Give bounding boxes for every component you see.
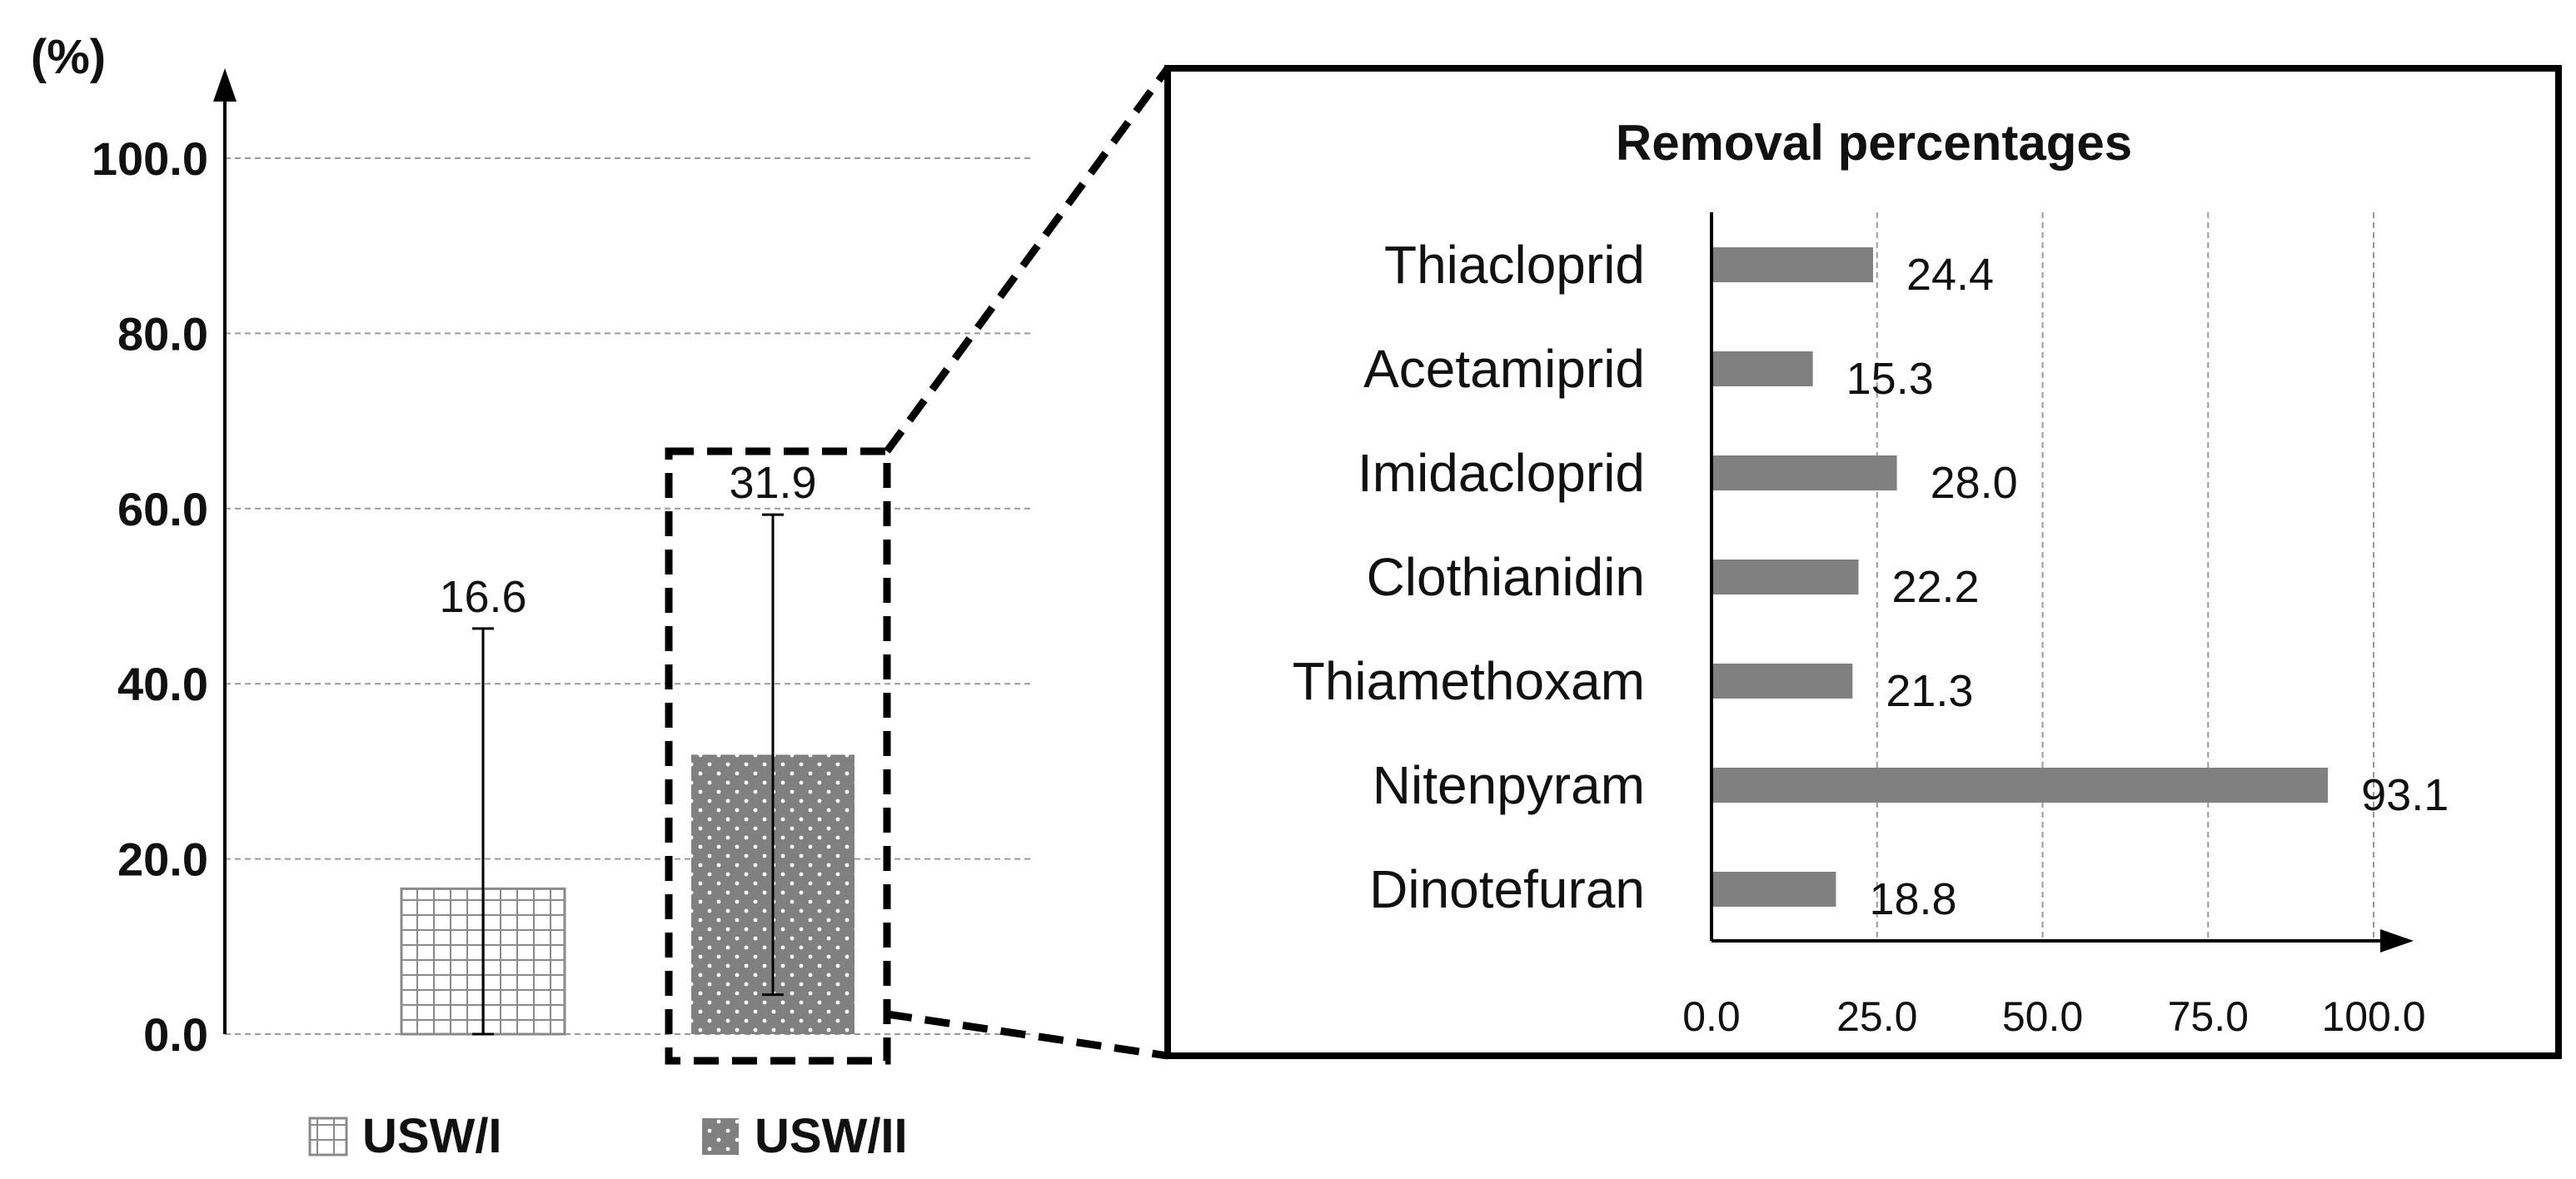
inset-bar <box>1712 351 1813 386</box>
inset-bar <box>1712 560 1859 594</box>
inset-value-label: 22.2 <box>1891 562 1979 612</box>
inset-title: Removal percentages <box>1616 115 2132 171</box>
zoom-connector-bottom <box>886 1010 1168 1060</box>
legend-label-usw1: USW/I <box>362 1109 502 1163</box>
inset-value-label: 21.3 <box>1886 666 1973 716</box>
inset-x-tick-label: 100.0 <box>2321 993 2425 1040</box>
inset-value-labels: 24.4 15.3 28.0 22.2 21.3 93.1 18.8 <box>1846 250 2449 924</box>
legend-swatch-usw2 <box>702 1118 739 1155</box>
left-y-tick-label: 40.0 <box>117 658 208 710</box>
legend-label-usw2: USW/II <box>755 1109 908 1163</box>
left-bars <box>400 754 855 1036</box>
highlight-dashed-box <box>665 447 891 1065</box>
inset-gridlines <box>1876 212 2374 941</box>
inset-frame <box>1164 65 2562 1059</box>
inset-x-tick-label: 50.0 <box>2002 993 2083 1040</box>
inset-category-label: Clothianidin <box>1367 547 1645 607</box>
inset-value-label: 18.8 <box>1869 874 1956 924</box>
left-y-tick-labels: 0.0 20.0 40.0 60.0 80.0 100.0 <box>92 132 208 1061</box>
inset-category-label: Imidacloprid <box>1358 443 1645 503</box>
inset-value-label: 93.1 <box>2361 770 2449 820</box>
inset-x-tick-label: 0.0 <box>1682 993 1741 1040</box>
left-unit-label: (%) <box>31 30 106 84</box>
legend-swatch-usw1 <box>308 1117 348 1157</box>
inset-category-label: Thiamethoxam <box>1293 651 1645 711</box>
left-y-tick-label: 80.0 <box>117 307 208 360</box>
inset-bar <box>1712 455 1897 490</box>
inset-category-labels: ThiaclopridAcetamipridImidaclopridClothi… <box>1293 235 1645 919</box>
left-y-tick-label: 0.0 <box>143 1008 208 1061</box>
inset-category-label: Nitenpyram <box>1373 755 1645 815</box>
inset-category-label: Thiacloprid <box>1384 235 1645 295</box>
left-value-label: 31.9 <box>729 458 816 508</box>
inset-bar-chart: Removal percentages ThiaclopridAcetamipr… <box>1164 65 2562 1059</box>
left-gridlines <box>225 157 1031 1035</box>
left-y-tick-label: 20.0 <box>117 833 208 886</box>
left-y-tick-label: 60.0 <box>117 483 208 535</box>
inset-x-tick-label: 75.0 <box>2168 993 2249 1040</box>
inset-x-tick-labels: 0.0 25.0 50.0 75.0 100.0 <box>1682 993 2425 1040</box>
inset-bar <box>1712 247 1873 282</box>
inset-x-tick-label: 25.0 <box>1836 993 1917 1040</box>
zoom-connector-top <box>884 66 1171 454</box>
inset-bar <box>1712 664 1853 699</box>
left-error-bars <box>472 513 784 1036</box>
inset-x-axis-arrow <box>2380 929 2414 953</box>
inset-bar <box>1712 872 1836 907</box>
left-y-tick-label: 100.0 <box>92 132 208 185</box>
left-value-label: 16.6 <box>439 572 526 622</box>
left-axes <box>213 68 237 1034</box>
inset-category-label: Dinotefuran <box>1369 859 1645 919</box>
inset-axes <box>1710 212 2414 953</box>
inset-bars <box>1712 247 2329 907</box>
inset-value-label: 24.4 <box>1906 250 1994 300</box>
left-value-labels: 16.6 31.9 <box>439 458 816 622</box>
left-bar-chart: 0.0 20.0 40.0 60.0 80.0 100.0 (%) 16.6 31.9 US… <box>31 30 1031 1163</box>
left-y-axis-arrow <box>213 68 237 102</box>
inset-category-label: Acetamiprid <box>1363 339 1645 399</box>
inset-bar <box>1712 768 2329 803</box>
legend: USW/I USW/II <box>308 1109 908 1163</box>
left-highlight-box <box>665 447 891 1065</box>
inset-value-label: 15.3 <box>1846 354 1934 404</box>
zoom-connectors <box>884 66 1171 1060</box>
inset-value-label: 28.0 <box>1931 458 2018 508</box>
